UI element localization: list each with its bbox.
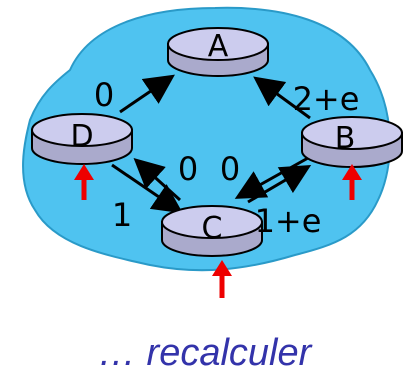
node-c-label: C (202, 211, 223, 246)
network-cloud (22, 6, 391, 272)
router-d: D (31, 113, 133, 165)
router-b: B (301, 116, 403, 168)
red-up-arrow-icon-d (74, 164, 94, 200)
node-d-label: D (70, 119, 93, 154)
edge-b-to-a (253, 76, 311, 120)
edge-d-to-a (119, 74, 175, 114)
caption: … recalculer (98, 332, 313, 374)
red-up-arrow-icon-c (212, 260, 232, 298)
edge-b-to-c (234, 156, 309, 199)
edge-d-to-c (111, 163, 183, 214)
edge-label-b-to-a: 2+e (293, 80, 360, 118)
edge-label-d-to-c: 1 (112, 196, 132, 234)
router-a: A (167, 27, 269, 77)
edge-label-b-to-c: 1+e (255, 202, 322, 240)
red-up-arrow-icon-b (342, 164, 362, 200)
node-a-label: A (208, 29, 229, 64)
edge-label-d-to-a: 0 (94, 76, 114, 114)
node-b-label: B (335, 121, 356, 156)
edge-label-c-to-b: 0 (220, 150, 240, 188)
router-c: C (161, 205, 263, 257)
edge-label-c-to-d: 0 (178, 150, 198, 188)
